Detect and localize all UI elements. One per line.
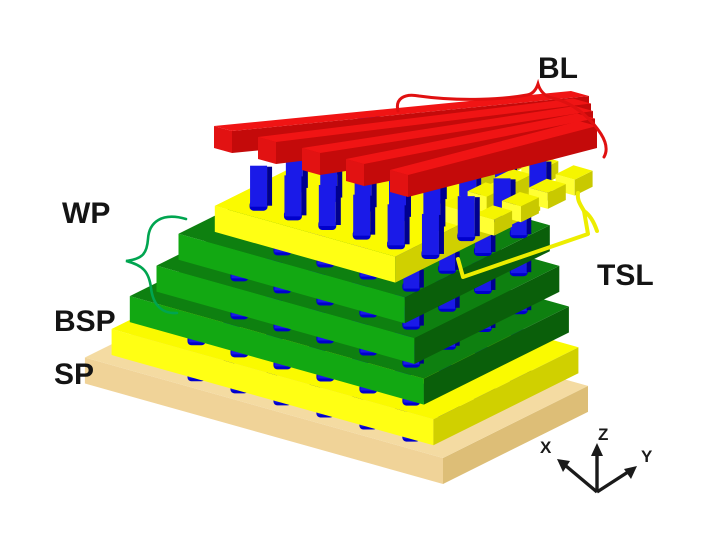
plate-wp-left-face bbox=[178, 233, 405, 324]
pillar-l4-shaft-side bbox=[490, 233, 496, 252]
tsl-block-right-face bbox=[547, 184, 566, 209]
bit-line-bar-top bbox=[390, 121, 597, 175]
bit-line-bar-side bbox=[408, 126, 597, 197]
bl-brace bbox=[395, 78, 608, 159]
pillar-top-shaft-side bbox=[404, 205, 410, 245]
pillar-top-shaft-side bbox=[474, 197, 480, 237]
x-axis-line bbox=[564, 464, 599, 494]
pillar-top-shaft bbox=[250, 165, 268, 207]
plate-wp-right-face bbox=[404, 225, 550, 324]
pillar-top-shaft bbox=[353, 194, 371, 236]
plate-bsp-left-face bbox=[129, 296, 424, 405]
axes-triad bbox=[557, 443, 637, 494]
pillar-top-shaft-side bbox=[301, 176, 307, 216]
tsl-bracket bbox=[456, 209, 599, 279]
pillar-top-shaft-side bbox=[335, 186, 341, 226]
pillar-l3-shaft-side bbox=[490, 271, 496, 290]
pillar-l3-shaft-side bbox=[419, 307, 424, 326]
pillar-top-shaft bbox=[421, 213, 439, 255]
plate-sp-left-face bbox=[84, 357, 444, 484]
y-axis-line bbox=[596, 470, 629, 494]
label-wp: WP bbox=[62, 197, 110, 230]
plate-tsl-left-face bbox=[214, 205, 396, 283]
tsl-block-right-face bbox=[521, 197, 539, 223]
z-axis-arrowhead bbox=[591, 443, 603, 456]
pillar-top-shaft bbox=[318, 185, 336, 227]
label-axis-x: X bbox=[540, 438, 552, 457]
x-axis-arrowhead bbox=[557, 459, 570, 472]
tsl-block-right-face bbox=[494, 210, 513, 236]
tsl-block-left-face bbox=[440, 204, 460, 226]
wp-brace bbox=[125, 215, 188, 315]
pillar-l4-shaft-side bbox=[526, 216, 532, 235]
tsl-block-top-face bbox=[528, 178, 566, 193]
pillar-top-shaft bbox=[387, 204, 405, 246]
pillar-top-shaft-side bbox=[267, 166, 273, 206]
pillar-l3-shaft-side bbox=[526, 254, 532, 273]
bit-line-bar-end bbox=[390, 170, 408, 197]
plate-bsp-right-face bbox=[423, 306, 569, 405]
pillar-l3-shaft-side bbox=[455, 289, 460, 308]
bit-line-bar-end bbox=[302, 148, 320, 175]
bit-line-bar-top bbox=[258, 98, 591, 142]
bit-line-bar-end bbox=[214, 126, 232, 153]
label-bsp: BSP bbox=[54, 305, 116, 338]
bit-line-bar-top bbox=[346, 113, 595, 164]
bit-line-bar-top bbox=[214, 91, 589, 131]
tsl-block-top-face bbox=[555, 165, 593, 180]
plate-sp-right-face bbox=[443, 385, 588, 484]
label-bl: BL bbox=[538, 52, 578, 85]
pillar-l4-shaft-side bbox=[419, 269, 424, 288]
bit-line-bar-end bbox=[258, 137, 276, 164]
label-sp: SP bbox=[54, 358, 94, 391]
plate-layer1-left-face bbox=[111, 329, 434, 446]
stacked-structure bbox=[84, 91, 597, 484]
label-axis-y: Y bbox=[641, 447, 653, 466]
plate-wp-right-face bbox=[414, 265, 560, 364]
label-tsl: TSL bbox=[597, 259, 654, 292]
pillar-top-shaft-side bbox=[440, 187, 446, 227]
pillar-top-shaft-side bbox=[371, 168, 377, 208]
bit-line-bar-end bbox=[346, 159, 364, 186]
bit-line-bar-top bbox=[302, 106, 593, 153]
pillar-top-shaft-side bbox=[406, 177, 411, 217]
label-axis-z: Z bbox=[598, 425, 608, 444]
pillar-top-shaft-side bbox=[370, 195, 376, 235]
pillar-top-shaft bbox=[284, 175, 302, 217]
y-axis-arrowhead bbox=[624, 466, 637, 479]
tsl-block-top-face bbox=[475, 205, 513, 220]
pillar-top-shaft bbox=[457, 196, 475, 238]
tsl-block-left-face bbox=[475, 214, 495, 236]
tsl-bracket-hook bbox=[575, 191, 586, 213]
pillar-top-shaft-side bbox=[438, 214, 444, 254]
tsl-block-right-face bbox=[574, 170, 593, 196]
plate-wp-left-face bbox=[156, 265, 415, 364]
tsl-block-top-face bbox=[501, 192, 539, 207]
plate-layer1-right-face bbox=[433, 347, 579, 446]
pillar-top-shaft-side bbox=[337, 158, 343, 198]
